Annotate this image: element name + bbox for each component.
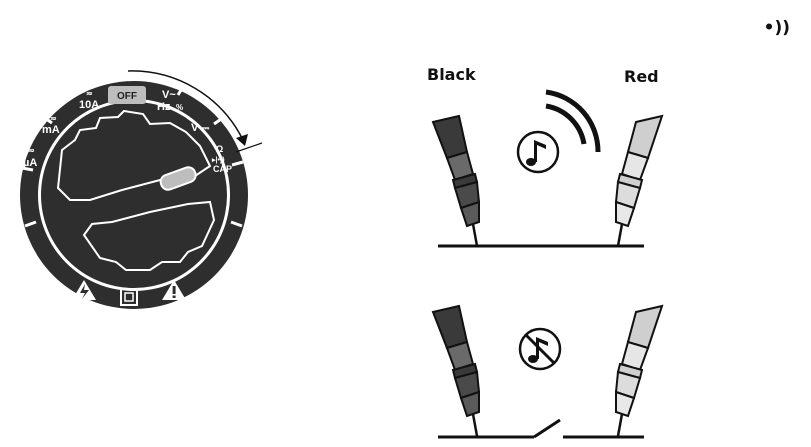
open-switch	[533, 418, 561, 439]
dial-volts-ac-label: V~	[162, 89, 176, 101]
dial-ua-label: µA	[23, 157, 37, 169]
dial-10a-label: 10A	[79, 99, 99, 111]
dial-cap-label: CAP	[213, 164, 232, 174]
dial-off-badge	[108, 86, 146, 104]
dial-percent-label: %	[176, 103, 183, 112]
dial-dc-symbol: ⎓	[202, 123, 210, 133]
dial-diode-continuity-icon: ▸|•))	[211, 157, 225, 164]
dial-acdc-symbol-ua: ≂	[28, 146, 35, 155]
red-probe-bottom	[614, 304, 664, 438]
dial-volts-dc-label: V	[191, 122, 199, 134]
red-lead-label: Red	[624, 67, 659, 86]
open-circuit-scene	[431, 304, 664, 439]
dial-hz-label: Hz	[157, 101, 171, 113]
lightning-warning-icon	[72, 280, 96, 300]
dial-knob-base	[41, 102, 227, 288]
dial-knob-handle	[56, 109, 216, 271]
dial-ma-label: mA	[42, 124, 60, 136]
rotation-arrow	[127, 70, 263, 153]
dial-acdc-symbol-10a: ≂	[86, 89, 93, 98]
dial-off-label: OFF	[117, 91, 137, 102]
beep-off-icon	[518, 327, 562, 371]
black-lead-label: Black	[427, 65, 476, 84]
dial-ticks	[21, 82, 244, 228]
double-insulation-icon	[120, 288, 138, 306]
black-probe-bottom	[431, 304, 481, 438]
continuity-symbol: •))	[764, 18, 790, 38]
black-probe-top	[431, 114, 481, 248]
closed-circuit-scene	[431, 89, 664, 248]
dial-acdc-symbol-ma: ≂	[50, 114, 57, 123]
dial-pointer	[159, 166, 197, 191]
rotary-dial[interactable]: OFF V~ Hz % V ⎓ Ω ▸|•)) CAP 10A ≂ mA ≂ µ…	[20, 81, 248, 309]
caution-warning-icon	[162, 280, 186, 300]
beep-on-icon	[516, 89, 601, 174]
dial-ohm-label: Ω	[216, 144, 223, 154]
red-probe-top	[614, 114, 664, 248]
